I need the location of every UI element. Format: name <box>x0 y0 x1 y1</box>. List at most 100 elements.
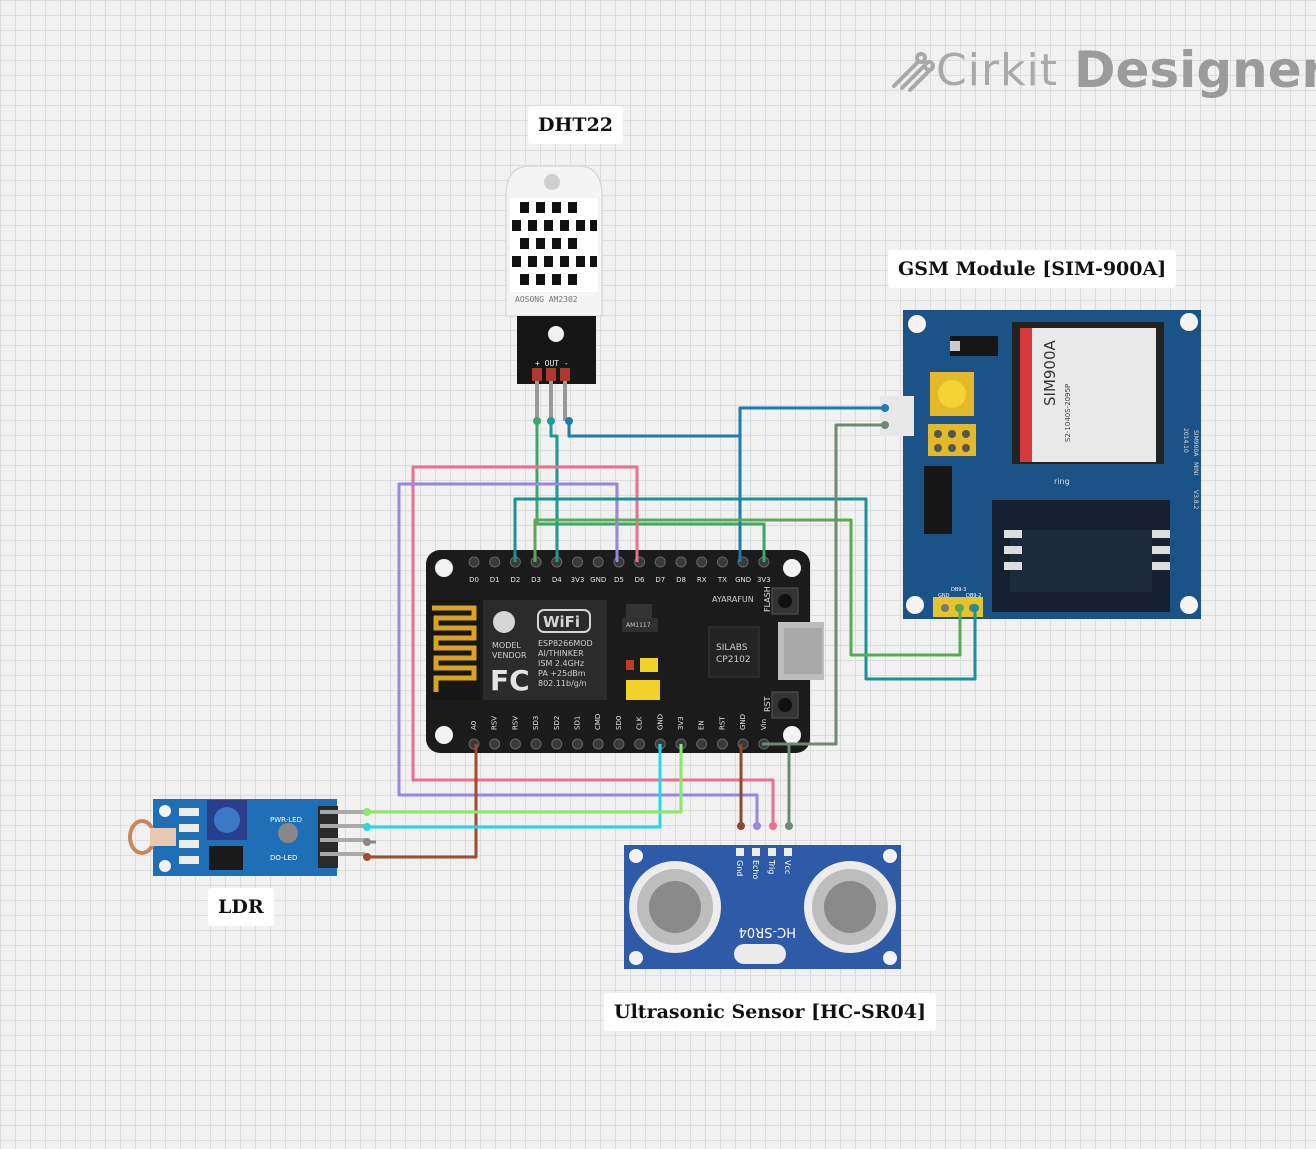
label-dht22[interactable]: DHT22 <box>528 106 624 144</box>
dht-pin-text: + OUT - <box>535 359 569 368</box>
esp-top-pin-label: D7 <box>655 576 665 584</box>
esp-bottom-pin[interactable] <box>572 738 583 750</box>
esp-top-pin[interactable] <box>654 556 666 568</box>
esp8266-board[interactable]: WiFi FC MODEL VENDOR ESP8266MOD AI/THINK… <box>426 550 824 753</box>
esp-bottom-pin-label: Vin <box>760 719 768 730</box>
esp-bottom-pin[interactable] <box>696 738 708 750</box>
esp-module-pa: PA +25dBm <box>538 669 586 678</box>
esp-brand-text: AYARAFUN <box>712 595 754 604</box>
esp-bottom-pin[interactable] <box>530 738 542 750</box>
esp-bottom-pin-label: GND <box>739 714 747 730</box>
esp-top-pin[interactable] <box>592 556 604 568</box>
esp-module-vendor: VENDOR <box>492 651 527 660</box>
label-gsm[interactable]: GSM Module [SIM-900A] <box>888 250 1177 288</box>
wire-pink[interactable] <box>411 465 775 826</box>
gsm-module[interactable]: SIM900A S2-1040S-2095P ring SIM900A MINI… <box>880 310 1201 619</box>
hcsr04-pin-vcc: Vcc <box>783 860 792 874</box>
esp-bottom-pin-label: 3V3 <box>677 716 685 730</box>
esp-top-pin-label: GND <box>590 576 606 584</box>
esp-module-std: 802.11b/g/n <box>538 679 587 688</box>
esp-top-pin[interactable] <box>489 556 501 568</box>
esp-bottom-pin[interactable] <box>634 738 646 750</box>
gsm-chip-code: S2-1040S-2095P <box>1064 384 1072 442</box>
esp-module-ism: ISM 2.4GHz <box>538 659 584 668</box>
wire-ldr-gnd[interactable] <box>367 744 662 829</box>
esp-bottom-pin-label: RSV <box>491 716 499 730</box>
esp-bottom-pin[interactable] <box>551 738 563 750</box>
esp-module-model: MODEL <box>492 641 521 650</box>
gsm-pin-db9-3: DB9-3 <box>951 587 966 593</box>
esp-top-pin[interactable] <box>675 556 687 568</box>
esp-regulator-text: AM1117 <box>626 622 651 629</box>
hcsr04-pin-echo: Echo <box>751 860 760 880</box>
dht-brand-text: AOSONG AM2302 <box>515 295 578 304</box>
cirkit-designer-logo: Cirkit Designer <box>888 38 1316 102</box>
dht22-sensor[interactable]: AOSONG AM2302 + OUT - <box>505 165 603 421</box>
ldr-pwr-label: PWR-LED <box>270 816 302 824</box>
gsm-chip-name: SIM900A <box>1041 339 1059 406</box>
esp-top-pin-label: GND <box>735 576 751 584</box>
esp-top-pin-label: D8 <box>676 576 686 584</box>
esp-top-pin-label: D5 <box>614 576 624 584</box>
wire-teal-gsm[interactable] <box>513 497 977 681</box>
wire-dht-vcc[interactable] <box>535 421 766 562</box>
wires <box>367 406 977 859</box>
esp-bottom-pin-label: GND <box>656 714 664 730</box>
esp-top-pin[interactable] <box>696 556 708 568</box>
cirkit-logo-icon <box>892 52 935 92</box>
wire-ldr-ao[interactable] <box>367 744 478 859</box>
esp-fcc-logo: FC <box>490 664 530 697</box>
esp-top-pin[interactable] <box>468 556 480 568</box>
gsm-date-text: 2014.10 <box>1182 428 1189 453</box>
esp-rst-label: RST <box>763 696 772 712</box>
esp-top-pin[interactable] <box>716 556 728 568</box>
ldr-do-label: DO-LED <box>270 854 297 862</box>
esp-top-pin-label: TX <box>717 576 727 584</box>
esp-top-pin-label: D4 <box>552 576 562 584</box>
esp-chip-silabs: SILABS <box>716 643 748 653</box>
esp-bottom-pin[interactable] <box>592 738 604 750</box>
gsm-side-text-2: MINI <box>1192 462 1199 475</box>
gsm-side-text-3: V3.8.2 <box>1192 490 1199 510</box>
esp-top-pin[interactable] <box>613 556 625 568</box>
label-ldr[interactable]: LDR <box>208 888 274 926</box>
esp-bottom-pin-label: SD2 <box>553 716 561 730</box>
esp-flash-label: FLASH <box>763 586 772 612</box>
esp-top-pin-label: D1 <box>490 576 500 584</box>
esp-top-pin-label: RX <box>697 576 707 584</box>
wire-grey-vin[interactable] <box>762 423 885 746</box>
gsm-ring-label: ring <box>1054 477 1070 486</box>
gsm-pin-db9-2: DB9-2 <box>966 593 981 599</box>
wire-endpoints <box>363 404 979 861</box>
esp-bottom-pin-label: SD3 <box>532 716 540 730</box>
esp-bottom-pin-label: CLK <box>636 716 644 730</box>
esp-bottom-pin[interactable] <box>489 738 501 750</box>
esp-bottom-pin[interactable] <box>716 738 728 750</box>
wire-gsm-tx[interactable] <box>738 406 885 436</box>
wire-dht-gnd[interactable] <box>567 421 742 562</box>
esp-bottom-pin[interactable] <box>509 738 521 750</box>
wire-green-gsm[interactable] <box>533 518 962 657</box>
esp-bottom-pin-label: EN <box>698 720 706 730</box>
hcsr04-sensor[interactable]: HC-SR04 Gnd Echo Trig Vcc <box>624 845 901 969</box>
wire-purple[interactable] <box>397 482 759 826</box>
wire-dht-out[interactable] <box>549 421 559 562</box>
esp-top-pin-label: D0 <box>469 576 479 584</box>
esp-module-name: ESP8266MOD <box>538 639 593 648</box>
esp-bottom-pin-label: RSV <box>511 716 519 730</box>
esp-bottom-pin[interactable] <box>613 738 625 750</box>
esp-bottom-pin-label: SD1 <box>574 716 582 730</box>
esp-top-pin-label: 3V3 <box>571 576 585 584</box>
esp-wifi-logo: WiFi <box>543 613 580 631</box>
esp-bottom-pin-label: A0 <box>470 721 478 730</box>
label-ultrasonic[interactable]: Ultrasonic Sensor [HC-SR04] <box>604 993 936 1031</box>
esp-chip-cp2102: CP2102 <box>716 655 751 665</box>
esp-bottom-pin-label: RST <box>718 716 726 730</box>
wire-ldr-vcc[interactable] <box>367 744 683 814</box>
esp-top-pin-label: D3 <box>531 576 541 584</box>
esp-top-pin-label: 3V3 <box>757 576 771 584</box>
esp-top-pin[interactable] <box>572 556 583 568</box>
brand-cirkit: Cirkit <box>936 44 1058 96</box>
ldr-module[interactable]: PWR-LED DO-LED <box>128 799 365 876</box>
